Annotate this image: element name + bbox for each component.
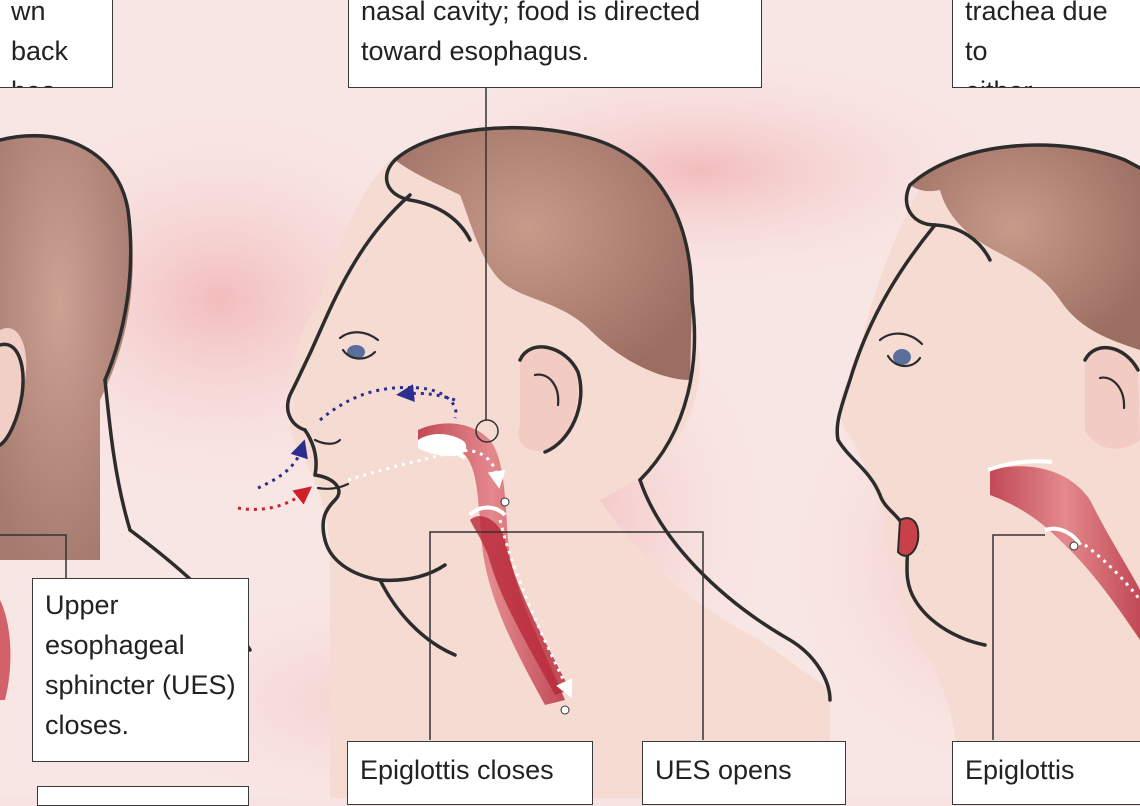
label-top-right: trachea due to either anatom <box>952 0 1140 88</box>
label-ues-opens: UES opens <box>642 741 846 805</box>
leader-lines <box>0 88 1045 740</box>
center-head <box>237 125 832 798</box>
label-top-left: wn back hea. <box>0 0 113 88</box>
label-epiglottis-closes: Epiglottis closes <box>347 741 593 805</box>
right-head <box>835 143 1140 798</box>
label-epiglottis-right: Epiglottis <box>952 741 1140 805</box>
label-bottom-left-partial <box>37 786 249 806</box>
label-ues-closes: Upper esophageal sphincter (UES) closes. <box>32 578 249 762</box>
left-head <box>0 133 252 700</box>
label-top-center: nasal cavity; food is directed toward es… <box>348 0 762 88</box>
